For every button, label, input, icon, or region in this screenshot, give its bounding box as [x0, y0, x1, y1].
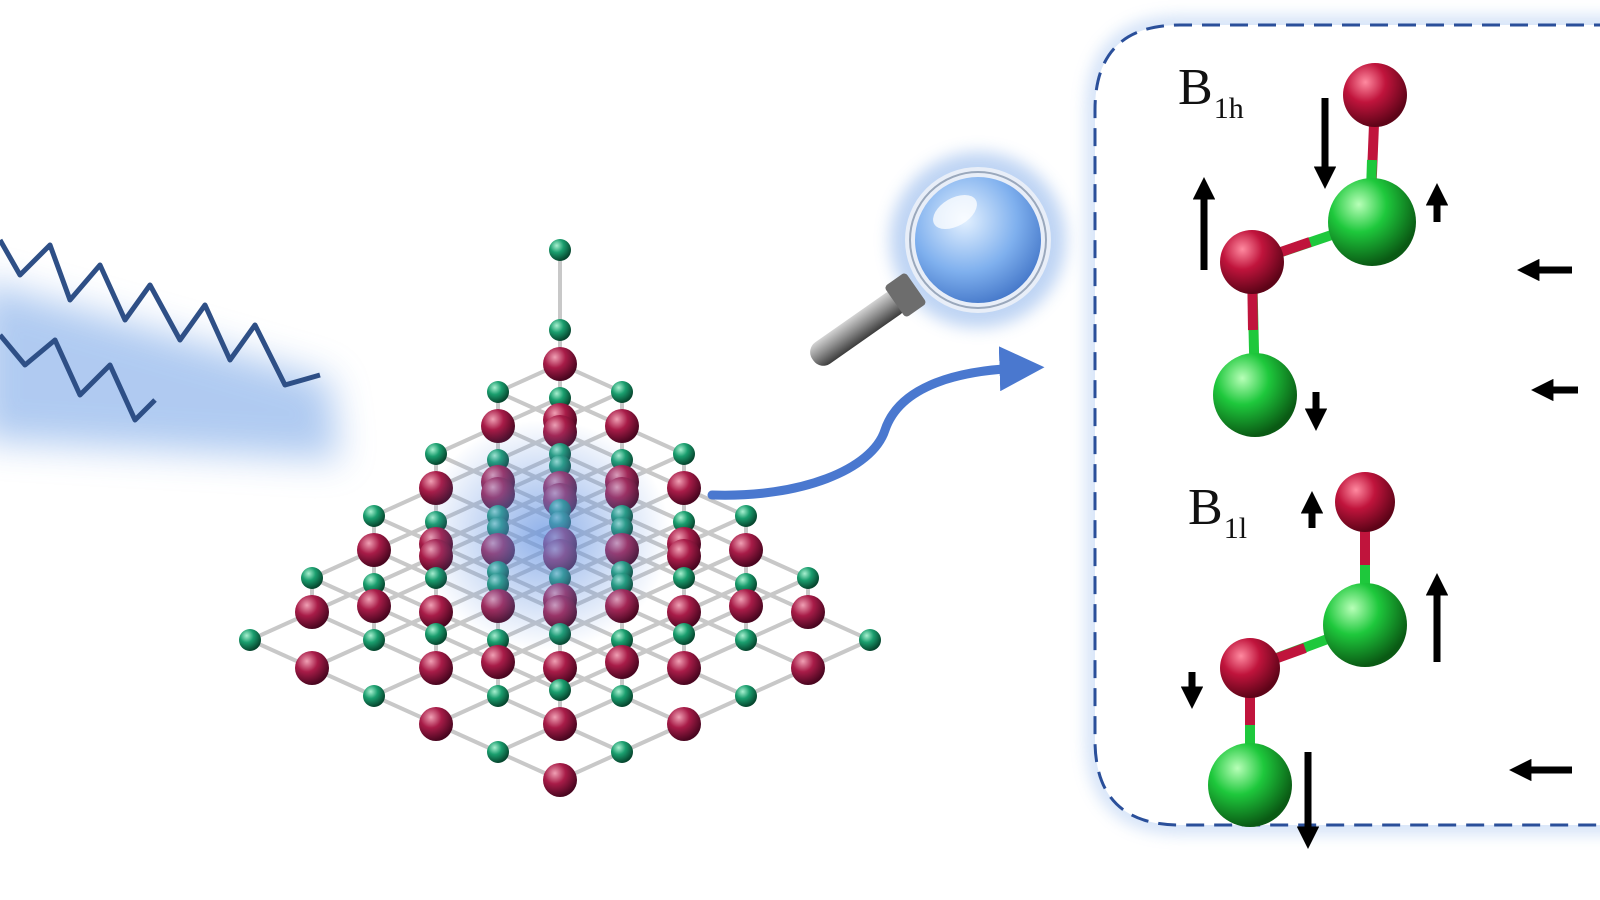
lattice-atom-red: [667, 595, 701, 629]
lattice-atom-green: [549, 239, 571, 261]
illuminated-region: [420, 420, 670, 650]
mode-label-b1h: B1h: [1178, 62, 1244, 124]
lattice-atom-red: [357, 589, 391, 623]
lattice-atom-red: [667, 471, 701, 505]
lattice-atom-red: [543, 707, 577, 741]
lattice-atom-red: [791, 595, 825, 629]
green-atom: [1323, 583, 1407, 667]
mode-label-b1l: B1l: [1188, 482, 1247, 544]
green-atom: [1208, 743, 1292, 827]
lattice-atom-red: [543, 763, 577, 797]
magnifier-icon: [810, 152, 1066, 366]
lattice-atom-green: [549, 319, 571, 341]
lattice-atom-green: [673, 443, 695, 465]
lattice-atom-green: [735, 685, 757, 707]
incident-wave-icon: [0, 238, 340, 460]
lattice-atom-red: [295, 595, 329, 629]
lattice-atom-red: [419, 595, 453, 629]
lattice-atom-green: [611, 685, 633, 707]
green-atom: [1328, 178, 1416, 266]
green-atom: [1213, 353, 1297, 437]
red-atom: [1220, 230, 1284, 294]
lattice-atom-green: [363, 505, 385, 527]
lattice-atom-red: [729, 533, 763, 567]
lattice-atom-red: [543, 651, 577, 685]
lattice-atom-green: [487, 685, 509, 707]
lattice-atom-green: [363, 629, 385, 651]
lattice-atom-green: [673, 623, 695, 645]
red-atom: [1220, 638, 1280, 698]
lattice-atom-green: [301, 567, 323, 589]
lattice-atom-red: [667, 651, 701, 685]
lattice-atom-green: [487, 381, 509, 403]
lattice-atom-red: [791, 651, 825, 685]
lattice-atom-red: [729, 589, 763, 623]
lattice-atom-red: [419, 707, 453, 741]
lattice-atom-green: [363, 573, 385, 595]
lattice-atom-green: [673, 511, 695, 533]
lattice-atom-green: [425, 443, 447, 465]
lattice-atom-green: [549, 679, 571, 701]
red-atom: [1343, 63, 1407, 127]
mode-label-subscript: 1h: [1213, 92, 1244, 125]
lattice-atom-green: [611, 741, 633, 763]
lattice-atom-green: [239, 629, 261, 651]
lattice-atom-green: [549, 387, 571, 409]
lattice-atom-green: [611, 629, 633, 651]
lattice-atom-red: [605, 409, 639, 443]
crystal-lattice: [239, 239, 881, 797]
lattice-atom-green: [797, 567, 819, 589]
mode-label-subscript: 1l: [1223, 512, 1248, 545]
red-atom: [1335, 472, 1395, 532]
mode-detail-panel: [1087, 17, 1600, 833]
lattice-atom-green: [859, 629, 881, 651]
lattice-atom-green: [425, 623, 447, 645]
lattice-atom-green: [673, 567, 695, 589]
zoom-arrow-icon: [707, 346, 1045, 500]
mode-label-base: B: [1188, 479, 1223, 536]
molecule-b1h: [1213, 63, 1416, 437]
lattice-atom-green: [487, 741, 509, 763]
lattice-atom-red: [667, 707, 701, 741]
lattice-atom-red: [481, 645, 515, 679]
lattice-atom-red: [419, 651, 453, 685]
lattice-atom-red: [295, 651, 329, 685]
lattice-atom-red: [605, 645, 639, 679]
mode-label-base: B: [1178, 59, 1213, 116]
lattice-atom-red: [543, 347, 577, 381]
displacement-arrows: [1180, 98, 1578, 849]
lattice-atom-green: [363, 685, 385, 707]
molecule-b1l: [1208, 472, 1407, 827]
lattice-atom-green: [735, 505, 757, 527]
lattice-atom-green: [611, 381, 633, 403]
lattice-atom-red: [357, 533, 391, 567]
lattice-atom-red: [667, 539, 701, 573]
lattice-atom-green: [735, 573, 757, 595]
lattice-atom-green: [735, 629, 757, 651]
